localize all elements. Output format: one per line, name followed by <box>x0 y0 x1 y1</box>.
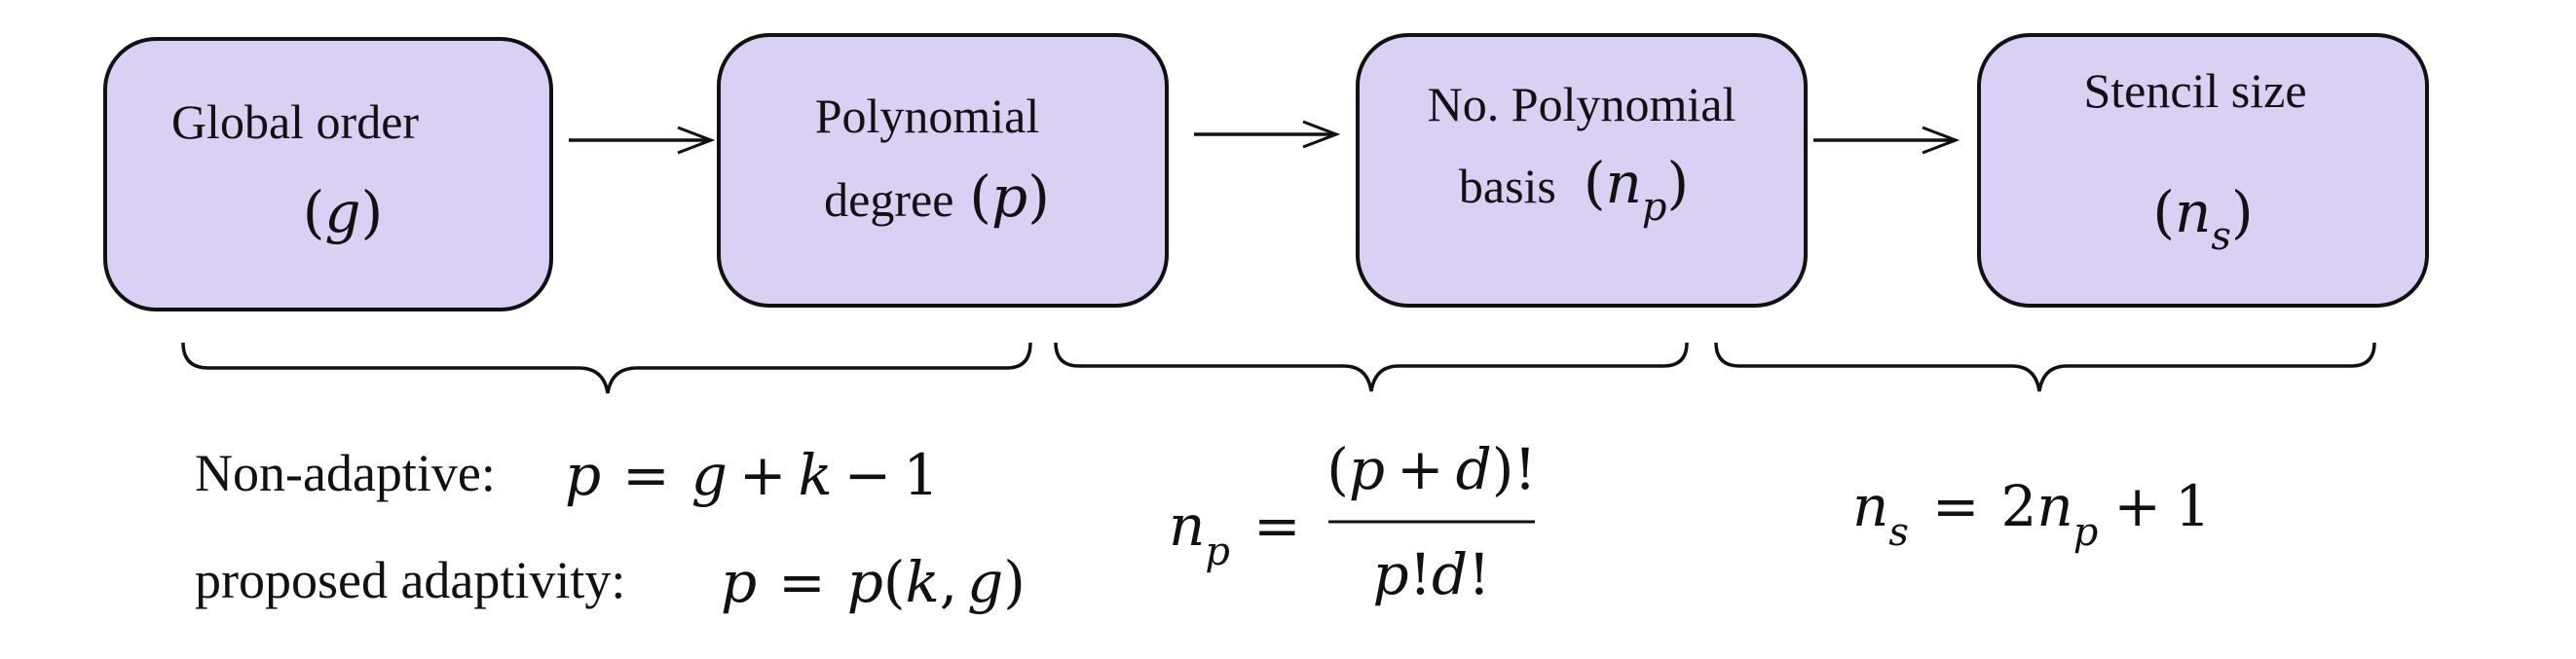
degree-equations: Non-adaptive: p=g+k−1 proposed adaptivit… <box>195 442 1026 615</box>
underbrace-stencil <box>1714 342 2376 392</box>
box-stencil-size: Stencil size (ns) <box>1977 33 2429 308</box>
box-polynomial-basis-title: No. Polynomial <box>1428 77 1736 131</box>
basis-equation-denominator: p!d! <box>1373 541 1491 607</box>
underbrace-degree <box>181 342 1032 394</box>
adaptive-label: proposed adaptivity: <box>195 551 625 609</box>
box-polynomial-degree-shape <box>717 33 1169 308</box>
box-polynomial-basis-variable: basis(np) <box>1459 150 1689 230</box>
stencil-equation: ns=2np+1 <box>1852 473 2211 555</box>
box-stencil-size-shape <box>1977 33 2429 308</box>
non-adaptive-label: Non-adaptive: <box>195 444 496 502</box>
box-polynomial-basis: No. Polynomial basis(np) <box>1356 33 1808 308</box>
box-polynomial-degree-title: Polynomial <box>815 89 1040 143</box>
box-global-order-variable: (g) <box>303 179 383 245</box>
basis-equation: np= (p+d)! p!d! <box>1169 436 1537 607</box>
stencil-equation-formula: ns=2np+1 <box>1852 473 2211 555</box>
basis-equation-numerator: (p+d)! <box>1326 436 1536 502</box>
box-polynomial-basis-shape <box>1356 33 1808 308</box>
box-polynomial-degree: Polynomial degree(p) <box>717 33 1169 308</box>
basis-equation-lhs: np= <box>1169 493 1301 574</box>
box-stencil-size-variable: (ns) <box>2152 179 2253 259</box>
box-global-order-shape <box>103 37 553 311</box>
box-polynomial-degree-variable: degree(p) <box>824 164 1050 230</box>
box-stencil-size-title: Stencil size <box>2083 63 2306 118</box>
underbrace-basis <box>1054 342 1689 392</box>
non-adaptive-formula: p=g+k−1 <box>565 442 939 508</box>
adaptive-formula: p=p(k,g) <box>721 549 1026 615</box>
box-global-order-title: Global order <box>171 94 419 149</box>
box-global-order: Global order (g) <box>103 37 553 311</box>
